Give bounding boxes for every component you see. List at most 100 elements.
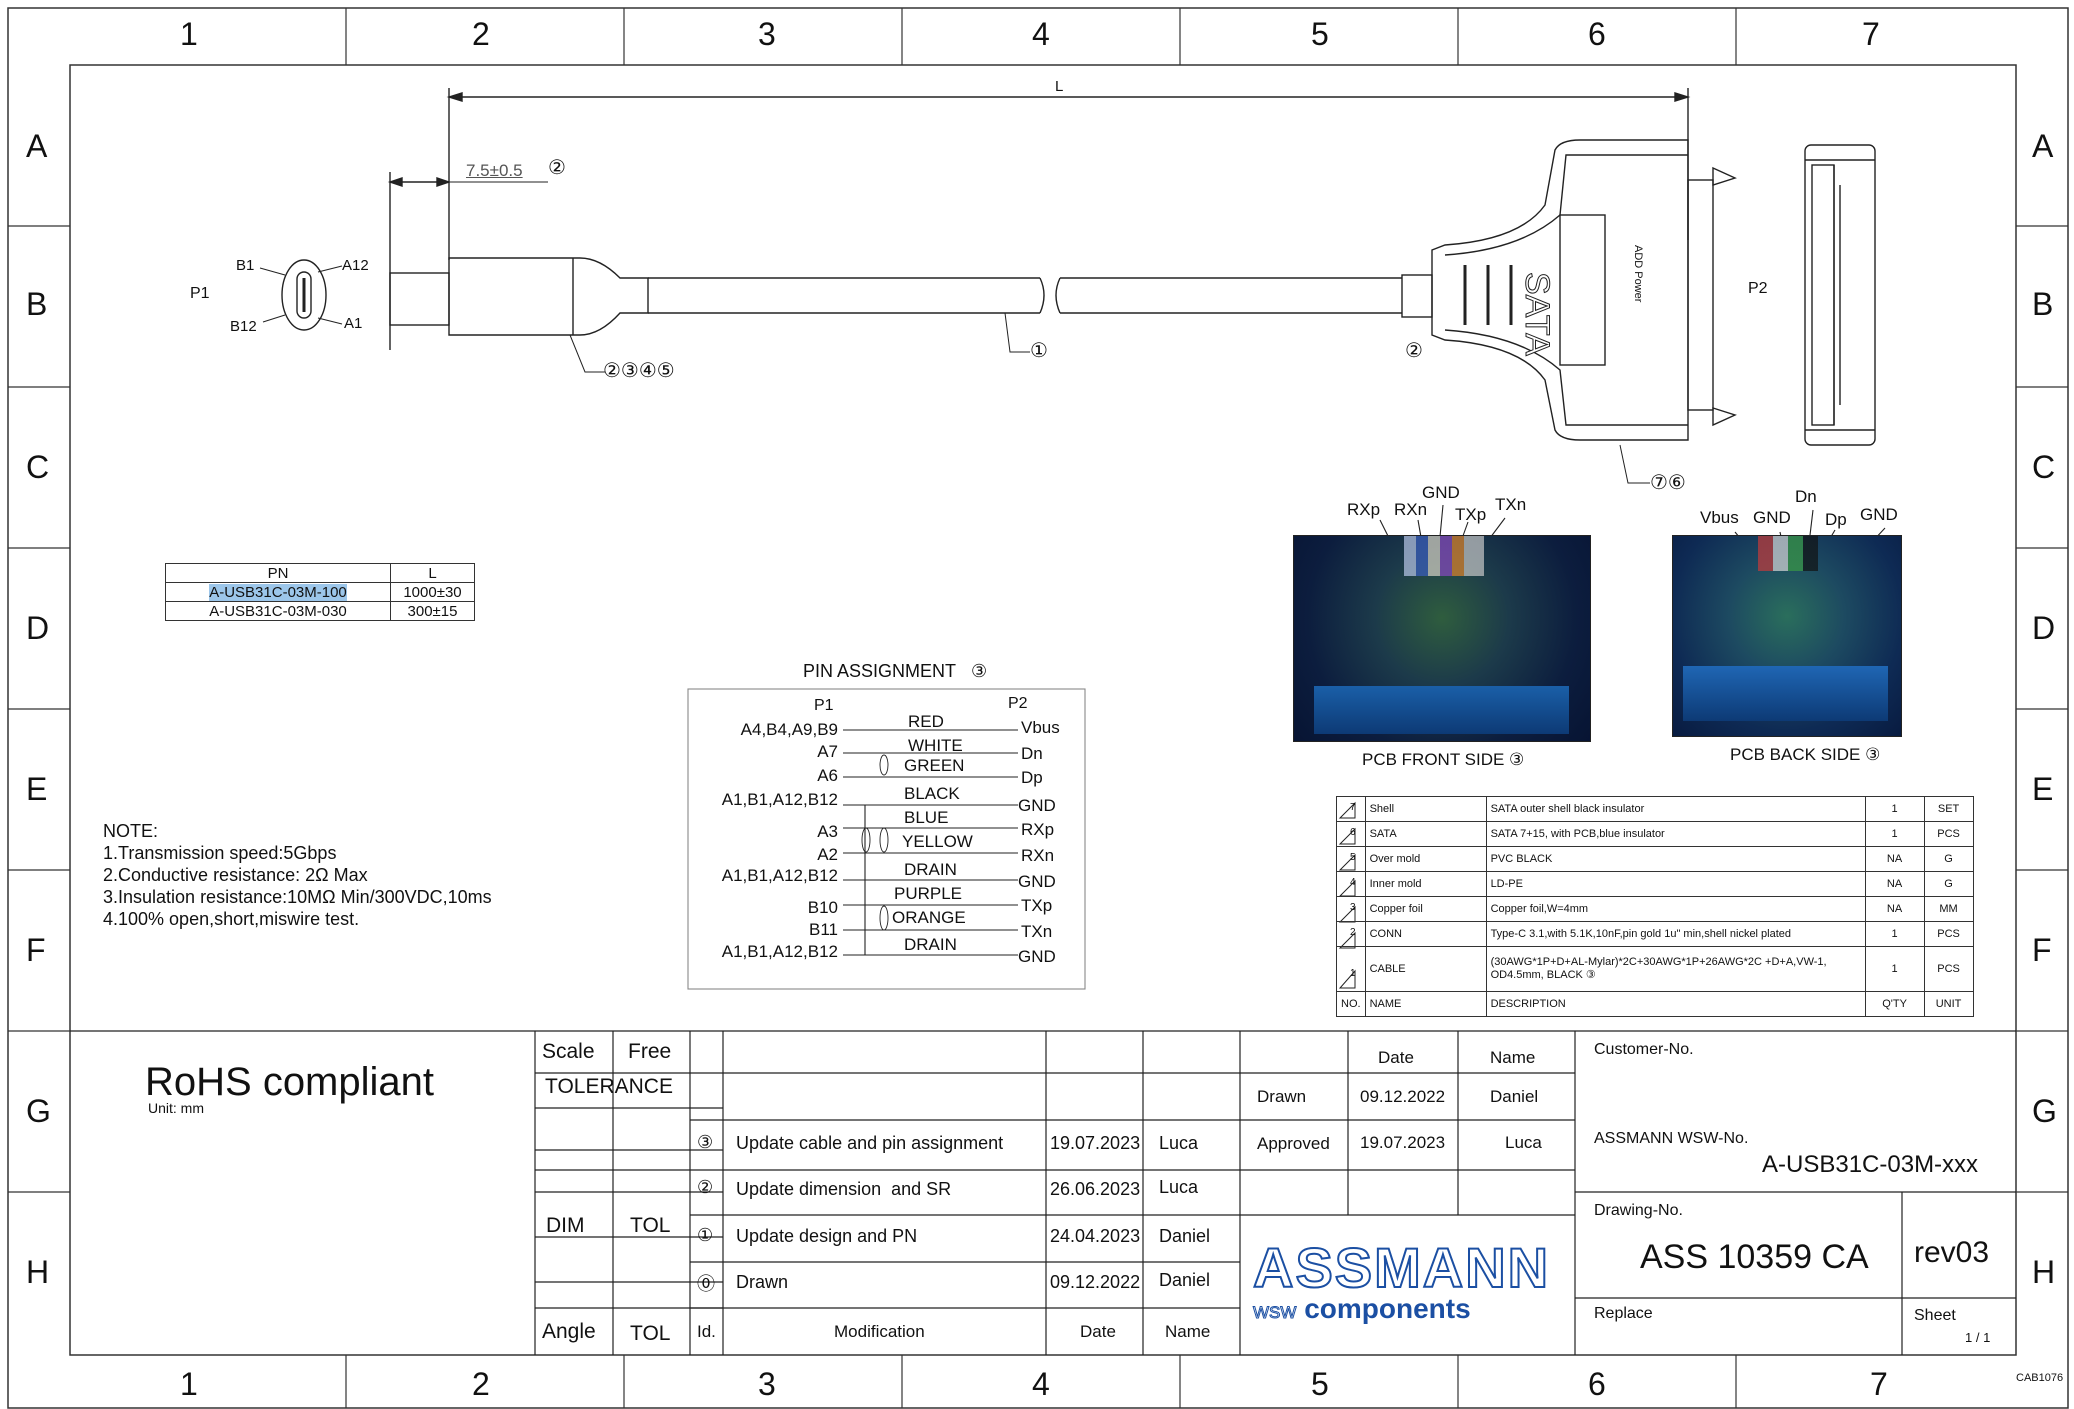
name-header: Name [1490, 1048, 1536, 1067]
dim-label: DIM [546, 1214, 585, 1237]
row-label-B: B [26, 286, 48, 322]
pin-row-4-p2: GND [1018, 796, 1056, 815]
bom-unit: PCS [1923, 946, 1974, 992]
assmann-logo: ASSMANN WSW components [1252, 1239, 1573, 1326]
pcb-back-label: PCB BACK SIDE ③ [1730, 745, 1881, 764]
bom-desc: Type-C 3.1,with 5.1K,10nF,pin gold 1u" m… [1485, 921, 1866, 947]
drawn-label: Drawn [1257, 1087, 1307, 1106]
row-label-F: F [26, 932, 46, 968]
drawing-no-value: ASS 10359 CA [1640, 1238, 1869, 1276]
bom-no: 4 [1336, 871, 1366, 897]
drawn-name: Daniel [1490, 1087, 1539, 1106]
pn-cell: A-USB31C-03M-100 [165, 582, 391, 602]
row-label-G: G [26, 1093, 51, 1129]
table-row: 2 CONN Type-C 3.1,with 5.1K,10nF,pin gol… [1336, 921, 1974, 947]
row-label-C: C [26, 449, 50, 485]
bom-header-unit: UNIT [1923, 991, 1974, 1017]
pin-b12-label: B12 [230, 318, 257, 335]
pin-row-6-wire: YELLOW [902, 832, 973, 851]
dim-callout: ② [548, 157, 566, 179]
note-item: 1.Transmission speed:5Gbps [103, 843, 337, 863]
scale-label: Scale [542, 1040, 595, 1063]
callout-cable: ① [1030, 340, 1048, 362]
pin-row-8-p1: B10 [807, 898, 838, 917]
pin-b1-label: B1 [236, 257, 255, 274]
pin-row-3-wire: GREEN [904, 756, 965, 775]
callout-sata-shell: ② [1405, 340, 1423, 362]
pcb-front-wire-rxn: RXn [1394, 500, 1428, 519]
bom-header-no: NO. [1336, 991, 1366, 1017]
bom-name: Inner mold [1364, 871, 1487, 897]
cable-drawing [259, 88, 1876, 484]
rev-2-name: Luca [1159, 1177, 1199, 1197]
rev-header-date: Date [1080, 1322, 1116, 1341]
bom-name: Over mold [1364, 846, 1487, 872]
pcb-front-connector [1314, 686, 1569, 734]
drawing-code: CAB1076 [2016, 1372, 2064, 1384]
pin-row-10-wire: DRAIN [904, 935, 957, 954]
bom-desc: SATA 7+15, with PCB,blue insulator [1485, 821, 1866, 847]
pin-assignment-title-text: PIN ASSIGNMENT [803, 661, 957, 681]
row-label-A: A [26, 128, 48, 164]
bom-qty: 1 [1864, 946, 1925, 992]
p1-label: P1 [190, 285, 210, 302]
pcb-back-wire-vbus: Vbus [1700, 508, 1739, 527]
bom-qty: 1 [1864, 796, 1925, 822]
bom-desc: Copper foil,W=4mm [1485, 896, 1866, 922]
pin-row-1-wire: RED [908, 712, 944, 731]
table-row: 4 Inner mold LD-PE NA G [1336, 871, 1974, 897]
pn-table-header: PN L [165, 563, 475, 583]
pin-row-5-wire: BLUE [904, 808, 949, 827]
pn-table: PN L A-USB31C-03M-100 1000±30 A-USB31C-0… [165, 563, 475, 621]
callout-sata-body: ⑦⑥ [1650, 472, 1686, 494]
unit-label: Unit: mm [148, 1100, 204, 1116]
bom-header-desc: DESCRIPTION [1485, 991, 1866, 1017]
rev-value: rev03 [1914, 1236, 1990, 1269]
row-label-A-right: A [2032, 128, 2054, 164]
table-row: 3 Copper foil Copper foil,W=4mm NA MM [1336, 896, 1974, 922]
pin-row-9-p2: TXn [1021, 922, 1053, 941]
angle-label: Angle [542, 1320, 596, 1343]
connector-dim-label: 7.5±0.5 [466, 161, 523, 180]
bom-qty: NA [1864, 871, 1925, 897]
row-label-E: E [26, 771, 48, 807]
col-label-7: 7 [1862, 16, 1880, 52]
col-label-7-bottom: 7 [1870, 1366, 1888, 1402]
title-block-lines [70, 1030, 2016, 1355]
pin-row-1-p1: A4,B4,A9,B9 [740, 720, 838, 739]
table-row: 6 SATA SATA 7+15, with PCB,blue insulato… [1336, 821, 1974, 847]
length-cell: 1000±30 [390, 582, 475, 602]
pcb-back-image [1672, 535, 1902, 737]
logo-sub: WSW components [1252, 1293, 1573, 1326]
bom-header-qty: Q'TY [1864, 991, 1925, 1017]
bom-name: SATA [1364, 821, 1487, 847]
rohs-label: RoHS compliant [145, 1060, 435, 1104]
bom-unit: G [1923, 871, 1974, 897]
pcb-front-wire-rxp: RXp [1347, 500, 1381, 519]
logo-components-text: components [1304, 1293, 1471, 1324]
pin-row-10-p2: GND [1018, 947, 1056, 966]
length-cell: 300±15 [390, 601, 475, 621]
pn-header: PN [165, 563, 391, 583]
pin-row-7-p2: GND [1018, 872, 1056, 891]
row-label-G-right: G [2032, 1093, 2057, 1129]
note-item: 2.Conductive resistance: 2Ω Max [103, 865, 368, 885]
row-label-D: D [26, 610, 50, 646]
bom-name: CABLE [1364, 946, 1487, 992]
row-label-H: H [26, 1254, 50, 1290]
bom-no: 3 [1336, 896, 1366, 922]
row-label-B-right: B [2032, 286, 2054, 322]
approved-date: 19.07.2023 [1360, 1133, 1446, 1152]
pin-row-6-p2: RXn [1021, 846, 1055, 865]
col-label-4: 4 [1032, 16, 1050, 52]
pin-row-4-wire: BLACK [904, 784, 960, 803]
col-label-1-bottom: 1 [180, 1366, 198, 1402]
pin-assignment-lines [687, 688, 1086, 990]
rev-3-mod: Update cable and pin assignment [736, 1133, 1004, 1153]
row-label-E-right: E [2032, 771, 2054, 807]
rev-0-mod: Drawn [736, 1272, 789, 1292]
pcb-back-connector [1683, 666, 1888, 721]
bom-unit: SET [1923, 796, 1974, 822]
pn-value[interactable]: A-USB31C-03M-100 [209, 583, 347, 601]
